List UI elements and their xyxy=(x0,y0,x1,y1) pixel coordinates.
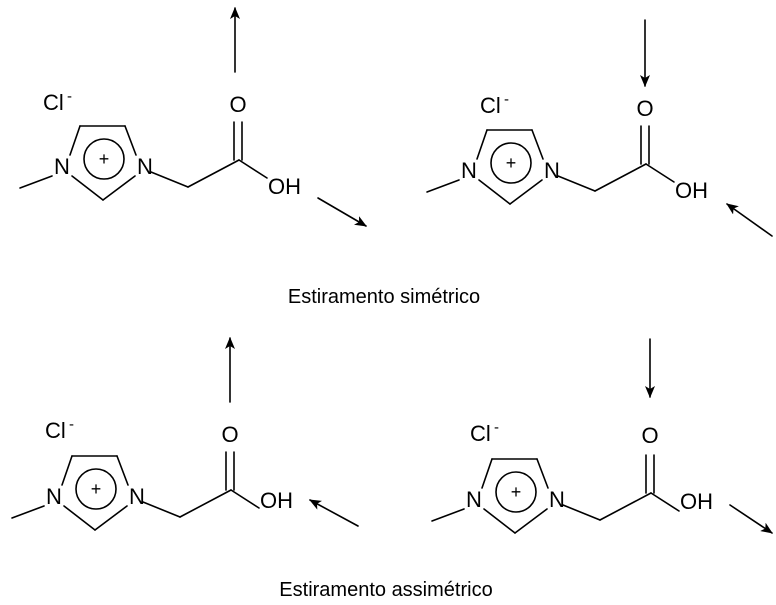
ring-charge: + xyxy=(506,153,517,173)
arrow-out-icon xyxy=(729,504,773,534)
counter-ion-label: Cl xyxy=(45,418,66,443)
hydroxyl-group: OH xyxy=(675,178,708,203)
hydroxyl-group: OH xyxy=(268,174,301,199)
nitrogen-right: N xyxy=(129,484,145,509)
nitrogen-left: N xyxy=(466,487,482,512)
carbonyl-oxygen: O xyxy=(221,422,238,447)
ring-charge: + xyxy=(99,149,110,169)
counter-ion-charge: - xyxy=(494,419,499,436)
counter-ion-label: Cl xyxy=(480,93,501,118)
arrow-in-icon xyxy=(726,203,773,237)
nitrogen-left: N xyxy=(46,484,62,509)
nitrogen-left: N xyxy=(54,154,70,179)
arrow-out-icon xyxy=(317,197,367,227)
hydroxyl-group: OH xyxy=(680,489,713,514)
counter-ion-charge: - xyxy=(69,416,74,433)
nitrogen-right: N xyxy=(544,158,560,183)
counter-ion-charge: - xyxy=(504,91,509,108)
nitrogen-right: N xyxy=(549,487,565,512)
molecule-bottom-right: Cl - + N N O OH xyxy=(431,338,773,534)
caption-symmetric-stretch: Estiramento simétrico xyxy=(288,286,480,308)
molecule-top-left: Cl - + N N O OH xyxy=(19,7,367,227)
molecule-top-right: Cl - + N N O OH xyxy=(426,19,773,237)
molecule-bottom-left: Cl - + N N O OH xyxy=(11,337,359,531)
hydroxyl-group: OH xyxy=(260,488,293,513)
carbonyl-oxygen: O xyxy=(641,423,658,448)
ring-charge: + xyxy=(511,482,522,502)
counter-ion-label: Cl xyxy=(43,90,64,115)
carbonyl-oxygen: O xyxy=(229,92,246,117)
counter-ion-label: Cl xyxy=(470,421,491,446)
caption-asymmetric-stretch: Estiramento assimétrico xyxy=(279,579,492,601)
nitrogen-left: N xyxy=(461,158,477,183)
nitrogen-right: N xyxy=(137,154,153,179)
carbonyl-oxygen: O xyxy=(636,96,653,121)
counter-ion-charge: - xyxy=(67,88,72,105)
arrow-in-icon xyxy=(309,499,359,527)
ring-charge: + xyxy=(91,479,102,499)
